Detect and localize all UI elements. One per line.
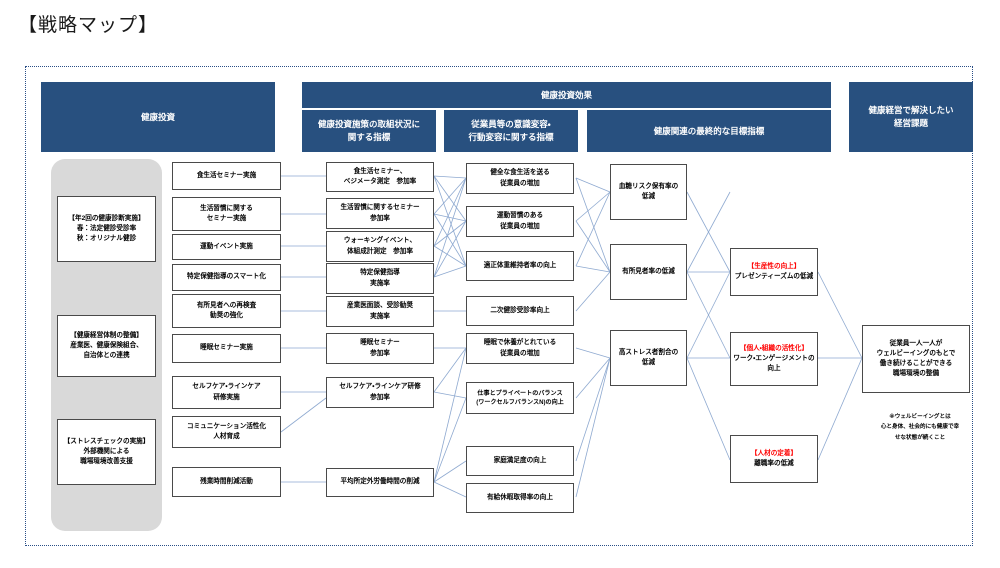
measure-box-1[interactable]: 生活習慣に関するセミナー実施 [172,197,281,231]
final-goal-box-0[interactable]: 血糖リスク保有率の低減 [610,164,687,220]
measure-box-4[interactable]: 有所見者への再検査勧奨の強化 [172,294,281,328]
behavior-indicator-box-6[interactable]: 家庭満足度の向上 [466,446,574,476]
foundation-box-1[interactable]: 【健康経営体制の整備】 産業医、健康保険組合、 自治体との連携 [57,315,156,377]
behavior-indicator-box-2[interactable]: 適正体重維持者率の向上 [466,251,574,281]
status-indicator-box-0[interactable]: 食生活セミナー、ベジメータ測定 参加率 [326,162,434,192]
measure-box-7[interactable]: コミュニケーション活性化人材育成 [172,416,281,448]
measure-box-2[interactable]: 運動イベント実施 [172,234,281,260]
header-investment: 健康投資 [41,82,275,152]
business-outcome-box-2[interactable]: 【人材の定着】 離職率の低減 [730,435,818,483]
behavior-indicator-box-1[interactable]: 運動習慣のある従業員の増加 [466,206,574,237]
final-goal-box-2[interactable]: 高ストレス者割合の低減 [610,330,687,386]
business-outcome-box-1[interactable]: 【個人・組織の活性化】 ワーク・エンゲージメントの 向上 [730,332,818,386]
wellbeing-footnote: ※ウェルビーイングとは 心と身体、社会的にも健康で幸 せな状態が続くこと [880,414,960,441]
measure-box-0[interactable]: 食生活セミナー実施 [172,162,281,190]
measure-box-8[interactable]: 残業時間削減活動 [172,467,281,497]
status-indicator-box-3[interactable]: 特定保健指導実施率 [326,263,434,294]
header-behavior-indicators: 従業員等の意識変容・ 行動変容に関する指標 [444,110,578,152]
business-outcome-box-0[interactable]: 【生産性の向上】 プレゼンティーズムの低減 [730,248,818,296]
behavior-indicator-box-7[interactable]: 有給休暇取得率の向上 [466,483,574,513]
foundation-box-2[interactable]: 【ストレスチェックの実施】 外部機関による 職場環境改善支援 [57,419,156,485]
foundation-box-0[interactable]: 【年2回の健康診断実施】 春：法定健診受診率 秋：オリジナル健診 [57,196,156,262]
measure-box-6[interactable]: セルフケア・ラインケア研修実施 [172,376,281,409]
status-indicator-box-4[interactable]: 産業医面談、受診勧奨実施率 [326,296,434,327]
behavior-indicator-box-0[interactable]: 健全な食生活を送る従業員の増加 [466,163,574,194]
status-indicator-box-6[interactable]: セルフケア・ラインケア研修参加率 [326,377,434,408]
behavior-indicator-box-4[interactable]: 睡眠で休養がとれている従業員の増加 [466,333,574,364]
header-management-issue: 健康経営で解決したい 経営課題 [849,82,973,152]
status-indicator-box-1[interactable]: 生活習慣に関するセミナー参加率 [326,198,434,229]
status-indicator-box-7[interactable]: 平均所定外労働時間の削減 [326,468,434,497]
final-goal-box-1[interactable]: 有所見者率の低減 [610,244,687,300]
header-effect-group: 健康投資効果 [302,82,831,108]
management-issue-box[interactable]: 従業員一人一人が ウェルビーイングのもとで 働き続けることができる 職場環境の整… [862,325,970,393]
measure-box-3[interactable]: 特定保健指導のスマート化 [172,264,281,291]
measure-box-5[interactable]: 睡眠セミナー実施 [172,334,281,363]
header-final-goals: 健康関連の最終的な目標指標 [587,110,831,152]
behavior-indicator-box-5[interactable]: 仕事とプライベートのバランス(ワークセルフバランスN)の向上 [466,382,574,414]
status-indicator-box-2[interactable]: ウォーキングイベント、体組成計測定 参加率 [326,231,434,262]
diagram-frame [25,66,973,546]
header-status-indicators: 健康投資施策の取組状況に 関する指標 [302,110,436,152]
status-indicator-box-5[interactable]: 睡眠セミナー参加率 [326,333,434,364]
behavior-indicator-box-3[interactable]: 二次健診受診率向上 [466,296,574,326]
page-title: 【戦略マップ】 [18,15,159,36]
